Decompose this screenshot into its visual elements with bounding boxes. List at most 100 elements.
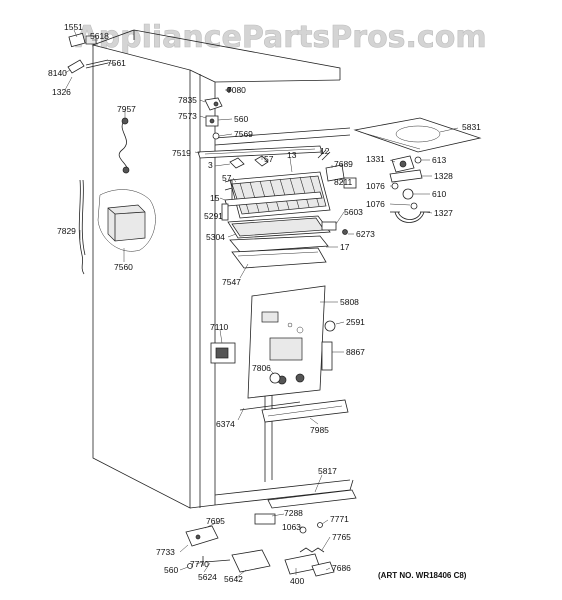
label-7686: 7686 [332,563,351,573]
label-3: 3 [208,160,213,170]
part-bracket-1328 [389,169,423,183]
label-1327: 1327 [434,208,453,218]
part-tube-7561 [85,59,109,69]
part-bracket-1327 [390,211,430,223]
part-trim-7985 [261,399,349,423]
cabinet-side-panel [92,44,191,509]
part-cover-57 [229,155,269,169]
part-top-rail-7519 [197,145,323,159]
label-7771: 7771 [330,514,349,524]
label-1328: 1328 [434,171,453,181]
label-7835: 7835 [178,95,197,105]
label-5831: 5831 [462,122,481,132]
label-1331: 1331 [366,154,385,164]
label-400: 400 [290,576,304,586]
label-560-top: 560 [234,114,248,124]
part-knob-2591 [324,320,336,332]
label-2591: 2591 [346,317,365,327]
label-8140: 8140 [48,68,67,78]
label-5603: 5603 [344,207,363,217]
cabinet-top-edge [92,29,341,80]
label-8211: 8211 [334,177,353,187]
label-7765: 7765 [332,532,351,542]
label-7695: 7695 [206,516,225,526]
part-motor-1331 [391,155,415,173]
label-7985: 7985 [310,425,329,435]
label-7569: 7569 [234,129,253,139]
part-clip-6273 [342,229,348,235]
label-7561: 7561 [107,58,126,68]
label-5618: 5618 [90,31,109,41]
label-613: 613 [432,155,446,165]
label-7547: 7547 [222,277,241,287]
label-13: 13 [287,150,297,160]
label-6374: 6374 [216,419,235,429]
label-5624: 5624 [198,572,217,582]
part-fuse-7110 [210,342,236,364]
part-control-panel-5808 [247,285,326,399]
label-560-bottom: 560 [164,565,178,575]
label-5642: 5642 [224,574,243,584]
label-7519: 7519 [172,148,191,158]
part-spring-7765 [299,547,325,553]
label-7770: 7770 [190,559,209,569]
label-1076-a: 1076 [366,181,385,191]
label-1076-b: 1076 [366,199,385,209]
label-57-top: 57 [264,154,274,164]
part-pan-5304 [227,215,331,239]
part-water-line-7829 [78,179,86,275]
refrigerator-cabinet [92,29,354,509]
cabinet-front-frame [189,69,216,505]
part-grommet-1076 [391,182,418,210]
part-mount-613 [414,156,422,164]
part-sensor-7573 [205,115,219,127]
part-bracket-17 [229,235,329,253]
part-cover-7547 [231,247,327,269]
leader-lines [64,29,459,579]
label-7080: 7080 [227,85,246,95]
part-screw-7771 [317,522,323,528]
cabinet-bottom-rail [189,479,354,509]
part-hinge-7695 [185,525,219,547]
label-1551: 1551 [64,22,83,32]
part-shim-5624 [204,559,231,563]
part-cover-5642 [231,549,271,573]
label-7733: 7733 [156,547,175,557]
part-strip-8867 [321,341,333,371]
part-rail-6374 [239,401,301,411]
label-7806: 7806 [252,363,271,373]
label-7288: 7288 [284,508,303,518]
label-7110: 7110 [210,322,229,332]
label-12: 12 [320,146,330,156]
label-610: 610 [432,189,446,199]
label-5291: 5291 [204,211,223,221]
label-8867: 8867 [346,347,365,357]
part-screw-560b [187,563,193,569]
label-1326: 1326 [52,87,71,97]
part-grille-5817 [267,489,357,509]
part-drain-5603 [321,221,337,231]
part-motor-610 [402,188,414,200]
label-15: 15 [210,193,220,203]
part-valve-box-7560 [97,189,156,252]
label-57-mid: 57 [222,173,232,183]
label-7829: 7829 [57,226,76,236]
label-5808: 5808 [340,297,359,307]
part-fan-cover-5831 [353,117,482,153]
part-wire-harness-7957 [118,117,130,174]
art-number: (ART NO. WR18406 C8) [378,571,467,580]
label-6273: 6273 [356,229,375,239]
part-screw-7569 [212,132,220,140]
part-bracket-7686 [311,561,335,577]
label-5817: 5817 [318,466,337,476]
label-1063: 1063 [282,522,301,532]
label-17: 17 [340,242,350,252]
part-thermostat-7835 [204,97,223,111]
part-bracket-7288 [254,513,276,525]
label-7689: 7689 [334,159,353,169]
label-5304: 5304 [206,232,225,242]
part-bulb-7806 [269,372,281,384]
part-hinge-pin [67,59,85,74]
